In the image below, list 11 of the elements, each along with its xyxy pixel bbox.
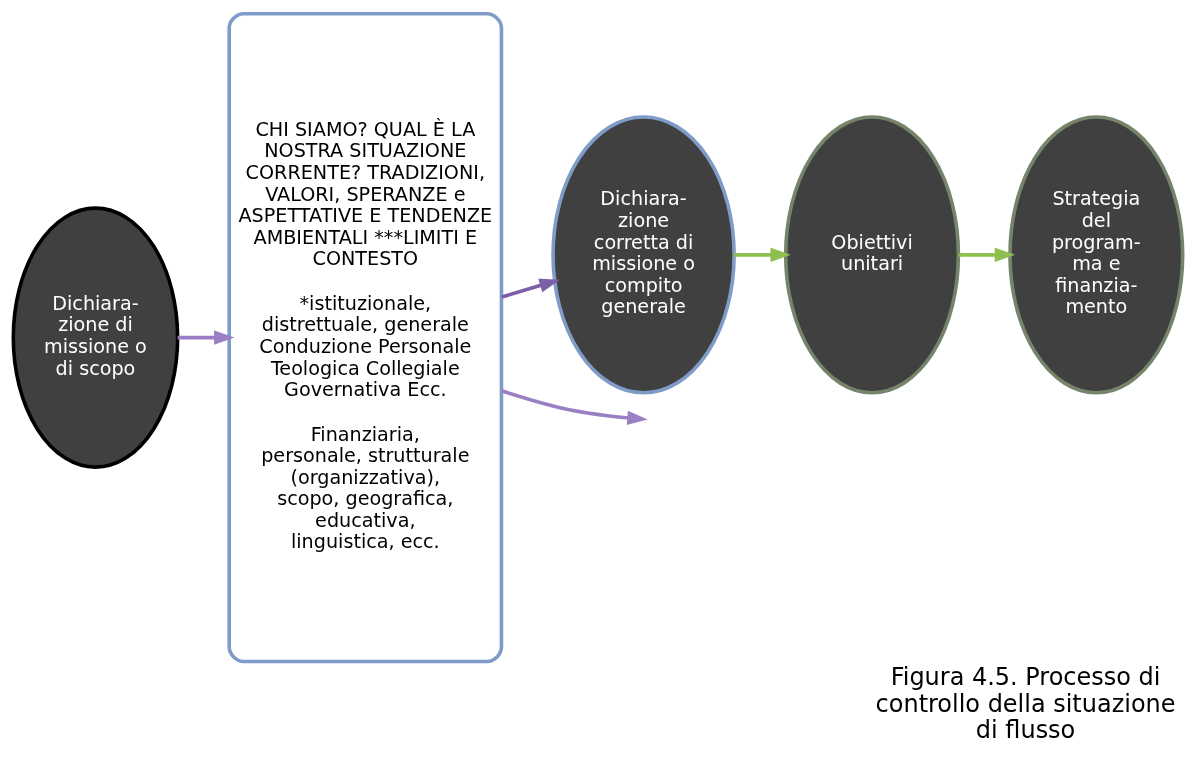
node-box: CHI SIAMO? QUAL È LA NOSTRA SITUAZIONE CORRENTE? TRADIZIONI, VALORI, SPERANZE e ASPETTATIVE E TENDENZE AMBIENTALI ***LIMITI E CONTESTO *istituzionale, distrettuale, generale Conduzione Personale Teologica Collegiale Governativa Ecc. Finanziaria, personale, strutturale (organizzativa), scopo, geografica, educativa, linguistica, ecc. xyxy=(227,11,504,663)
arrow xyxy=(500,388,648,425)
node-ellipse: Dichiara- zione di missione o di scopo xyxy=(11,205,180,469)
arrow xyxy=(501,278,560,299)
caption: Figura 4.5. Processo di controllo della situazione di flusso xyxy=(875,662,1176,744)
node-ellipse: Dichiara- zione corretta di missione o compito generale xyxy=(551,114,736,395)
node-ellipse: Strategia del program- ma e finanzia- mento xyxy=(1008,114,1185,395)
arrow xyxy=(734,247,791,262)
arrow xyxy=(958,247,1016,262)
arrow xyxy=(177,329,235,345)
node-ellipse: Obiettivi unitari xyxy=(783,114,961,395)
